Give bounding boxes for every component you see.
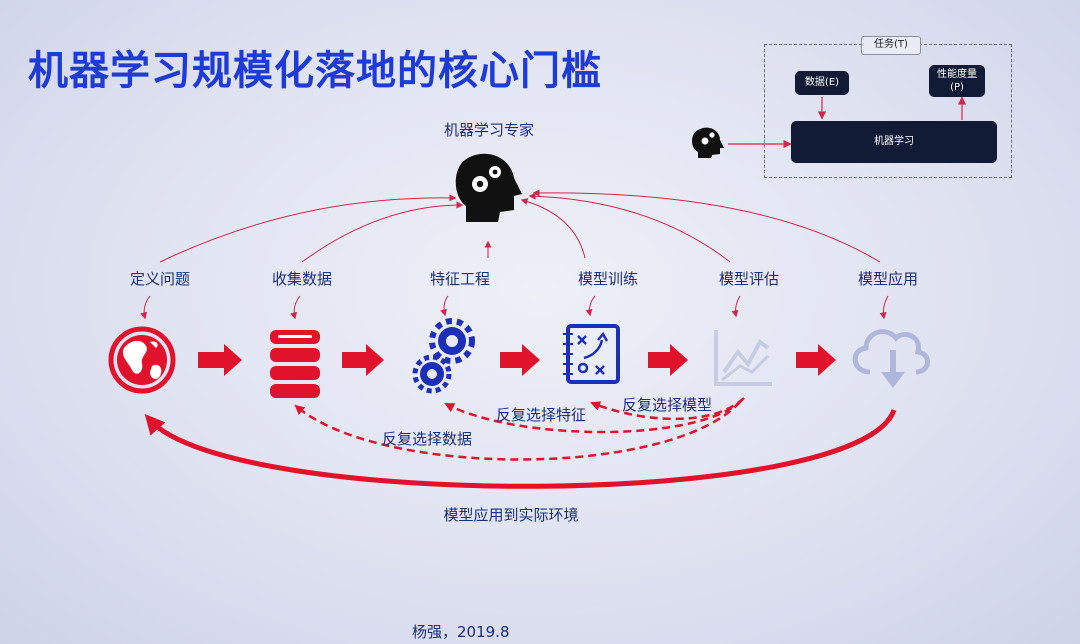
inset-performance-line2: (P) — [950, 82, 964, 93]
reselect-model-loop — [590, 397, 745, 421]
gears-icon — [412, 318, 475, 394]
expert-head-icon — [455, 153, 522, 222]
globe-icon — [108, 326, 176, 394]
step-label-model-deployment: 模型应用 — [857, 270, 919, 288]
step-label-model-evaluation: 模型评估 — [718, 270, 780, 288]
reselect-feature-loop — [444, 399, 743, 434]
reselect-model-label: 反复选择模型 — [622, 396, 713, 414]
flow-arrow — [796, 344, 836, 376]
step-label-define-problem: 定义问题 — [129, 270, 191, 288]
flow-arrow — [648, 344, 688, 376]
inset-performance-box: 性能度量 (P) — [929, 65, 985, 97]
step-label-collect-data: 收集数据 — [271, 270, 333, 288]
inset-task-label: 任务(T) — [861, 36, 921, 55]
deploy-loop — [144, 409, 897, 489]
flow-arrow — [342, 344, 384, 376]
flow-arrows — [198, 344, 836, 376]
inset-performance-line1: 性能度量 — [937, 69, 977, 80]
cloud-download-icon — [852, 329, 930, 388]
author-footer: 杨强，2019.8 — [412, 623, 510, 641]
flow-arrow — [500, 344, 540, 376]
feedback-to-expert-arrows — [159, 189, 881, 263]
reselect-feature-label: 反复选择特征 — [496, 406, 587, 424]
line-chart-icon — [714, 330, 772, 386]
deploy-loop-label: 模型应用到实际环境 — [443, 506, 579, 524]
expert-label: 机器学习专家 — [443, 121, 535, 139]
step-label-feature-engineering: 特征工程 — [429, 270, 491, 288]
reselect-loops — [294, 397, 745, 461]
flow-arrow — [198, 344, 242, 376]
inset-ml-box: 机器学习 — [791, 121, 997, 163]
page-title: 机器学习规模化落地的核心门槛 — [28, 48, 602, 94]
inset-expert-head-icon — [692, 127, 724, 158]
step-label-model-training: 模型训练 — [577, 270, 639, 288]
ml-definition-inset: 任务(T) 数据(E) 性能度量 (P) 机器学习 — [764, 36, 1012, 178]
inset-data-box: 数据(E) — [795, 71, 849, 95]
reselect-data-label: 反复选择数据 — [382, 430, 473, 448]
database-icon — [270, 330, 320, 398]
strategy-board-icon — [563, 324, 620, 384]
label-to-icon-arrows — [140, 295, 889, 320]
